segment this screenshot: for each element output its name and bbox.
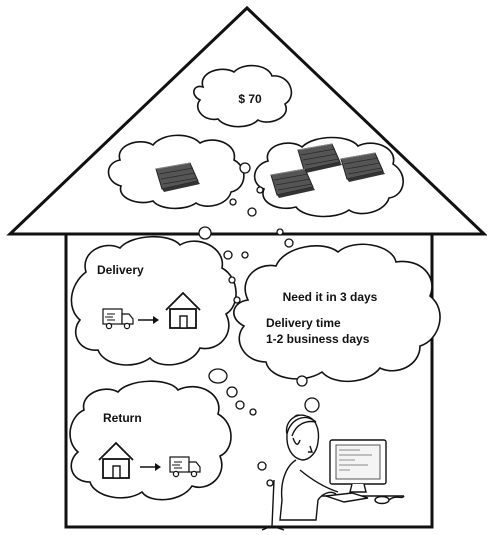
delivery-title: Delivery xyxy=(97,263,144,277)
price-label: $ 70 xyxy=(238,92,262,106)
thought-cloud xyxy=(234,244,440,381)
delivery-time-line2: 1-2 business days xyxy=(266,332,370,346)
return-title: Return xyxy=(103,411,142,425)
return-cloud xyxy=(70,381,231,499)
need-text: Need it in 3 days xyxy=(283,290,378,304)
person-at-computer-icon xyxy=(262,415,404,530)
delivery-time-line1: Delivery time xyxy=(266,316,341,330)
delivery-cloud xyxy=(71,237,236,365)
